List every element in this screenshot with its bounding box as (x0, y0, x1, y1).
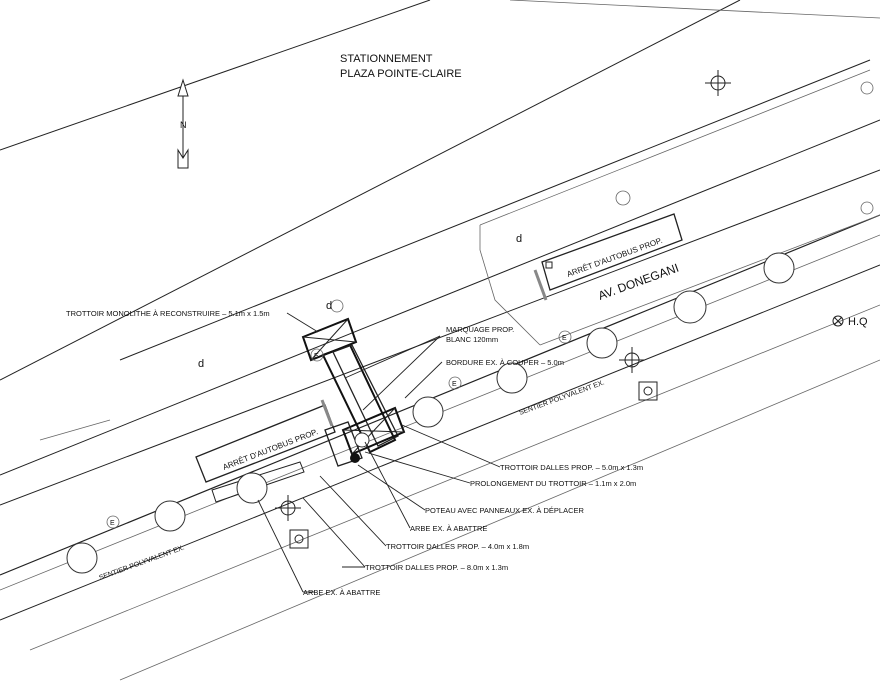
leader-lines (257, 312, 501, 593)
north-arrow-icon (177, 78, 189, 169)
title-line-1: STATIONNEMENT (340, 53, 433, 65)
callout-arbe-2: ARBE EX. À ABATTRE (303, 588, 380, 597)
utility-marker-3: d (516, 233, 522, 245)
utility-marker-1: d (198, 358, 204, 370)
callout-trottoir-dalles-8: TROTTOIR DALLES PROP. – 8.0m x 1.3m (365, 563, 508, 572)
bus-stop-left-label: ARRÊT D'AUTOBUS PROP. (221, 427, 319, 472)
callout-trottoir-dalles-4: TROTTOIR DALLES PROP. – 4.0m x 1.8m (386, 542, 529, 551)
callout-trottoir-monolithe: TROTTOIR MONOLITHE À RECONSTRUIRE – 5.1m… (66, 309, 270, 318)
callout-arbe-1: ARBE EX. À ABATTRE (410, 524, 487, 533)
bus-stop-left (195, 399, 336, 503)
right-block-outline (479, 69, 880, 346)
callout-prolongement: PROLONGEMENT DU TROTTOIR – 1.1m x 2.0m (470, 479, 636, 488)
callout-trottoir-dalles-5: TROTTOIR DALLES PROP. – 5.0m x 1.3m (500, 463, 643, 472)
trees (66, 252, 795, 574)
callout-marquage-line1: MARQUAGE PROP. (446, 325, 514, 334)
lamp-post-icon (275, 70, 731, 549)
title-line-2: PLAZA POINTE-CLAIRE (340, 68, 462, 80)
existing-fixtures (330, 81, 874, 313)
north-label: N (180, 120, 187, 130)
bus-stop-right (533, 213, 683, 301)
e-marker-1: E (110, 520, 115, 527)
road-lines (0, 0, 880, 681)
e-marker-2: E (314, 353, 319, 360)
proposed-sidewalk-crossing (301, 317, 406, 467)
e-marker-4: E (562, 335, 567, 342)
callout-bordure: BORDURE EX. À COUPER – 5.0m (446, 358, 564, 367)
e-marker-3: E (452, 381, 457, 388)
hq-label: H.Q (848, 316, 868, 328)
path-label-upper: SENTIER POLYVALENT EX. (518, 379, 605, 416)
callout-poteau: POTEAU AVEC PANNEAUX EX. À DÉPLACER (425, 506, 585, 515)
path-label-lower: SENTIER POLYVALENT EX. (98, 544, 185, 581)
callout-marquage-line2: BLANC 120mm (446, 335, 498, 344)
hydro-pole-icon (832, 315, 844, 327)
e-markers (106, 330, 572, 529)
utility-marker-2: d (326, 300, 332, 312)
